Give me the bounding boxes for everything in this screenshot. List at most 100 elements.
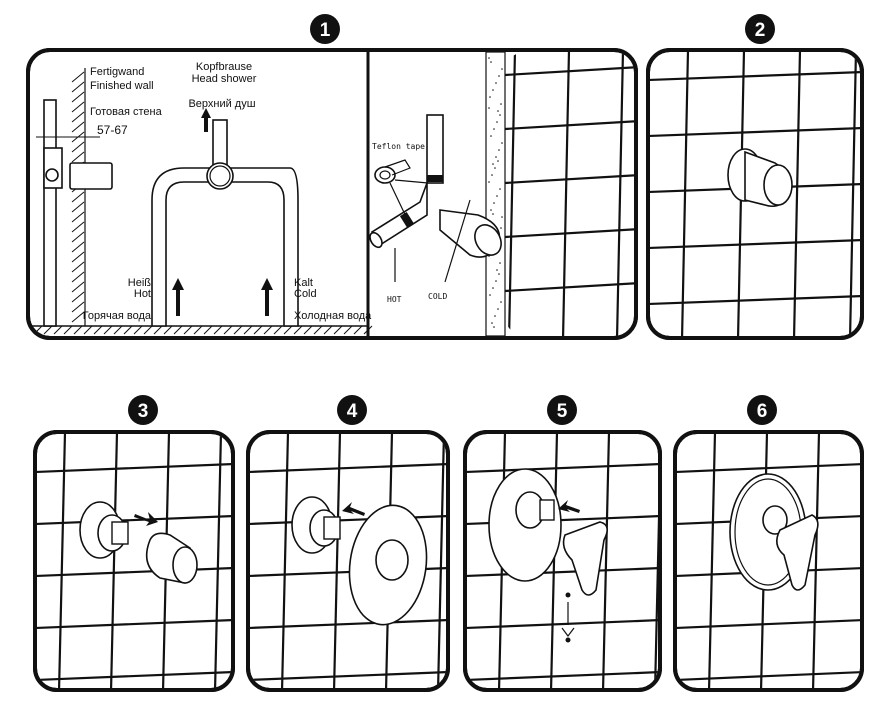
panel-5 — [463, 430, 662, 692]
step-number: 5 — [557, 401, 568, 422]
concrete-speck — [495, 156, 497, 158]
concrete-speck — [490, 209, 492, 211]
line — [71, 81, 85, 93]
line — [343, 325, 353, 335]
arrow-icon — [134, 512, 158, 526]
line — [650, 294, 860, 306]
line — [253, 325, 263, 335]
line — [505, 65, 634, 77]
step-number: 6 — [757, 401, 768, 422]
concrete-speck — [489, 96, 491, 98]
line — [273, 325, 283, 335]
concrete-speck — [498, 149, 500, 151]
tile-grid — [467, 434, 658, 688]
step-badge-2: 2 — [745, 14, 775, 44]
line — [71, 301, 85, 313]
hot-label-ru: Горячая вода — [83, 310, 152, 322]
line — [650, 70, 860, 82]
concrete-speck — [492, 163, 494, 165]
line — [250, 618, 446, 630]
concrete-speck — [492, 89, 494, 91]
line — [113, 325, 123, 335]
teflon-tape-label: Teflon tape — [372, 142, 425, 151]
line — [109, 434, 119, 688]
concrete-speck — [493, 128, 495, 130]
concrete-speck — [493, 202, 495, 204]
line — [505, 173, 634, 185]
line — [213, 325, 223, 335]
panel-4 — [246, 430, 450, 692]
line — [650, 126, 860, 138]
line — [333, 325, 343, 335]
line — [313, 325, 323, 335]
line — [293, 325, 303, 335]
concrete-speck — [492, 213, 494, 215]
concrete-speck — [501, 68, 503, 70]
concrete-speck — [491, 174, 493, 176]
concrete-speck — [490, 61, 492, 63]
concrete-speck — [499, 114, 501, 116]
concrete-speck — [500, 301, 502, 303]
line — [848, 52, 858, 336]
concrete-speck — [488, 181, 490, 183]
line — [37, 566, 231, 578]
line — [71, 121, 85, 133]
concrete-speck — [489, 294, 491, 296]
concrete-speck — [493, 326, 495, 328]
panel-3 — [33, 430, 235, 692]
lever-handle-icon — [562, 521, 608, 596]
step-number: 1 — [320, 20, 331, 41]
wall-label-ru: Готовая стена — [90, 106, 163, 118]
line — [353, 325, 363, 335]
concrete-speck — [494, 167, 496, 169]
line — [71, 111, 85, 123]
concrete-speck — [498, 75, 500, 77]
concrete-speck — [491, 322, 493, 324]
concrete-speck — [497, 308, 499, 310]
line — [811, 434, 821, 688]
line — [250, 514, 446, 526]
line — [37, 618, 231, 630]
line — [183, 325, 193, 335]
line — [280, 434, 290, 688]
line — [71, 201, 85, 213]
line — [505, 281, 634, 293]
concrete-speck — [499, 188, 501, 190]
concrete-speck — [496, 121, 498, 123]
line — [71, 311, 85, 323]
line — [680, 52, 690, 336]
line — [332, 434, 342, 688]
line — [63, 325, 73, 335]
concrete-speck — [488, 107, 490, 109]
step-number: 2 — [755, 20, 766, 41]
line — [123, 325, 133, 335]
line — [615, 52, 625, 336]
line — [467, 566, 658, 578]
head-shower-label-ru: Верхний душ — [188, 98, 255, 110]
line — [653, 434, 658, 688]
step-number: 4 — [347, 401, 358, 422]
lever-handle-icon — [776, 514, 819, 591]
line — [71, 281, 85, 293]
line — [71, 261, 85, 273]
arrow-icon — [558, 500, 580, 513]
line — [601, 434, 611, 688]
line — [71, 101, 85, 113]
concrete-speck — [499, 262, 501, 264]
line — [71, 151, 85, 163]
line — [173, 325, 183, 335]
line — [792, 52, 802, 336]
step-badge-6: 6 — [747, 395, 777, 425]
step-badge-4: 4 — [337, 395, 367, 425]
line — [250, 462, 446, 474]
line — [93, 325, 103, 335]
line — [283, 325, 293, 335]
panel-6 — [673, 430, 864, 692]
panel-2 — [646, 48, 864, 340]
hot-label-en: Hot — [134, 288, 151, 300]
arrow-icon — [342, 502, 365, 516]
line — [203, 325, 213, 335]
line — [250, 670, 446, 682]
line — [549, 434, 559, 688]
